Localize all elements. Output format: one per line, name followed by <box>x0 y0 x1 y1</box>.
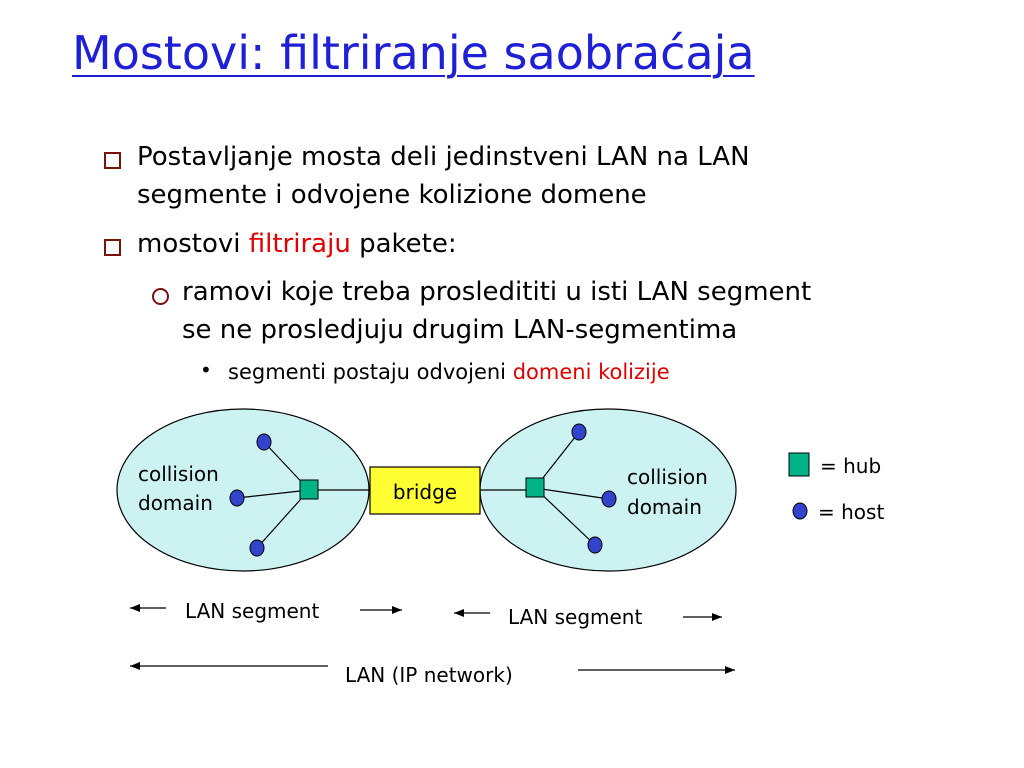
right-domain-label-2: domain <box>627 495 702 519</box>
sub-sub-prefix: segmenti postaju odvojeni <box>228 360 513 384</box>
left-domain-label-2: domain <box>138 491 213 515</box>
bullet-2-prefix: mostovi <box>137 229 249 259</box>
host-icon <box>587 536 603 554</box>
host-icon <box>229 489 245 507</box>
lan-ip-label: LAN (IP network) <box>345 663 513 687</box>
host-icon <box>571 423 587 441</box>
sub-bullet-line-1: ramovi koje treba prosledititi u isti LA… <box>182 277 812 307</box>
seg-right-label: LAN segment <box>508 605 642 629</box>
left-domain-label-1: collision <box>138 462 219 486</box>
left-hub-icon <box>299 479 319 500</box>
bullet-circle-icon <box>152 288 169 305</box>
legend-hub-label: = hub <box>820 454 881 478</box>
sub-bullet-line-2: se ne prosledjuju drugim LAN-segmentima <box>182 315 738 345</box>
bridge-label: bridge <box>393 480 457 504</box>
bullet-box-icon <box>104 152 121 169</box>
legend-hub-icon <box>788 452 810 477</box>
bullet-1-line-1: Postavljanje mosta deli jedinstveni LAN … <box>137 142 750 172</box>
seg-left-label: LAN segment <box>185 599 319 623</box>
sub-sub-bullet: segmenti postaju odvojeni domeni kolizij… <box>228 360 670 384</box>
right-hub-icon <box>525 477 545 498</box>
bullet-box-icon <box>104 239 121 256</box>
host-icon <box>249 539 265 557</box>
right-spoke <box>534 487 610 500</box>
bullet-2-suffix: pakete: <box>350 229 457 259</box>
bullet-2-highlight: filtriraju <box>248 229 351 259</box>
bullet-1-line-2: segmente i odvojene kolizione domene <box>137 180 647 210</box>
sub-sub-highlight: domeni kolizije <box>512 360 670 384</box>
bullet-2: mostovi filtriraju pakete: <box>137 229 457 259</box>
right-domain-label-1: collision <box>627 465 708 489</box>
right-spoke <box>534 487 596 546</box>
left-spoke <box>236 489 310 499</box>
bullet-dot-icon: • <box>200 358 212 382</box>
legend-host-label: = host <box>818 500 884 524</box>
page-title: Mostovi: filtriranje saobraćaja <box>72 26 755 80</box>
legend-host-icon <box>792 502 808 520</box>
bridge-box <box>369 466 481 515</box>
left-spoke <box>256 489 310 549</box>
host-icon <box>601 490 617 508</box>
host-icon <box>256 433 272 451</box>
